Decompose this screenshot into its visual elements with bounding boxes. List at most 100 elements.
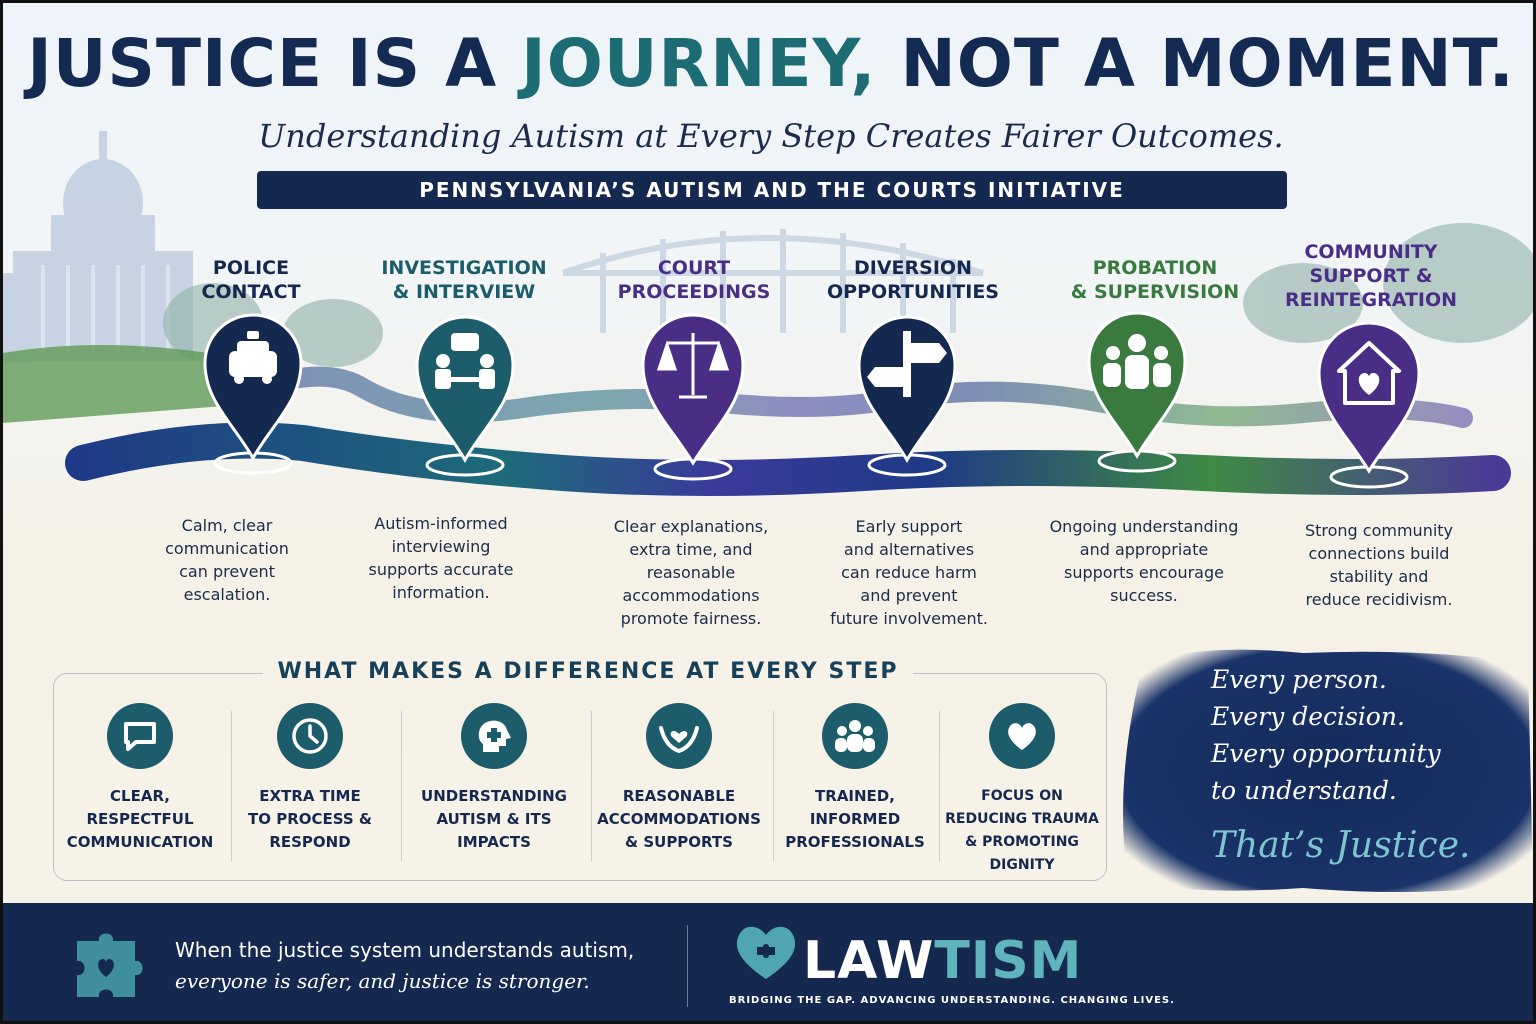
bridge — [562, 229, 984, 333]
footer-line: everyone is safer, and justice is strong… — [175, 969, 590, 993]
quote-line: Every person. — [1211, 665, 1387, 694]
headline-part1: JUSTICE IS A — [27, 25, 522, 102]
helping-hands-icon — [646, 703, 712, 769]
step-desc-probation: Ongoing understanding and appropriate su… — [1029, 515, 1259, 607]
difference-label: FOCUS ON REDUCING TRAUMA & PROMOTING DIG… — [937, 785, 1107, 877]
difference-item-understanding: UNDERSTANDING AUTISM & ITS IMPACTS — [409, 703, 579, 854]
step-desc-line: promote fairness. — [620, 609, 762, 628]
difference-label-line: FOCUS ON — [981, 788, 1063, 804]
home-heart-icon — [1337, 341, 1401, 405]
step-title-police-contact: POLICE CONTACT — [141, 256, 361, 304]
quote-line: Every decision. — [1211, 702, 1405, 731]
trees — [163, 223, 1533, 367]
step-title-line: PROCEEDINGS — [617, 281, 771, 303]
difference-label-line: UNDERSTANDING — [421, 787, 567, 805]
step-desc-line: Strong community — [1304, 521, 1454, 540]
step-title-line: CONTACT — [201, 281, 301, 303]
tagline: BRIDGING THE GAP. ADVANCING UNDERSTANDIN… — [729, 995, 1175, 1006]
divider — [773, 711, 774, 861]
difference-label: TRAINED, INFORMED PROFESSIONALS — [770, 785, 940, 854]
step-title-diversion: DIVERSION OPPORTUNITIES — [803, 256, 1023, 304]
grass — [3, 345, 263, 423]
lawtism-logo-icon — [736, 926, 796, 979]
pin-investigation — [415, 315, 515, 477]
brush-panel — [1123, 649, 1533, 892]
step-title-line: & INTERVIEW — [392, 281, 536, 303]
journey-path-back — [233, 366, 1473, 428]
group-icon — [1103, 334, 1171, 389]
step-title-line: REINTEGRATION — [1284, 289, 1458, 311]
quote-emphasis: That’s Justice. — [1211, 825, 1471, 866]
step-desc-line: can prevent — [179, 562, 275, 581]
step-desc-court: Clear explanations, extra time, and reas… — [581, 515, 801, 630]
step-desc-line: Clear explanations, — [613, 517, 769, 536]
footer-line: When the justice system understands auti… — [175, 938, 635, 962]
difference-item-professionals: TRAINED, INFORMED PROFESSIONALS — [770, 703, 940, 854]
step-desc-line: information. — [392, 583, 490, 602]
step-desc-line: supports accurate — [368, 560, 514, 579]
clock-icon — [277, 703, 343, 769]
step-title-line: POLICE — [212, 257, 290, 279]
difference-label: CLEAR, RESPECTFUL COMMUNICATION — [55, 785, 225, 854]
footer-divider — [687, 925, 688, 1007]
difference-title: WHAT MAKES A DIFFERENCE AT EVERY STEP — [263, 659, 913, 684]
step-desc-line: Autism-informed — [374, 514, 508, 533]
quote-line: Every opportunity — [1211, 739, 1441, 768]
pin-community — [1317, 321, 1421, 489]
step-desc-line: and appropriate — [1079, 540, 1209, 559]
logo-tism: TISM — [934, 931, 1083, 991]
step-title-investigation: INVESTIGATION & INTERVIEW — [354, 256, 574, 304]
interview-icon — [435, 333, 495, 389]
headline-part2: NOT A MOMENT. — [876, 25, 1515, 102]
people-icon — [822, 703, 888, 769]
difference-label-line: CLEAR, — [110, 787, 170, 805]
difference-label-line: IMPACTS — [457, 833, 531, 851]
step-desc-diversion: Early support and alternatives can reduc… — [799, 515, 1019, 630]
step-desc-line: accommodations — [622, 586, 760, 605]
step-desc-community: Strong community connections build stabi… — [1269, 519, 1489, 611]
step-title-line: PROBATION — [1092, 257, 1218, 279]
step-desc-line: future involvement. — [830, 609, 988, 628]
step-pins — [203, 311, 1421, 489]
initiative-banner: PENNSYLVANIA’S AUTISM AND THE COURTS INI… — [257, 171, 1287, 209]
step-desc-line: supports encourage — [1064, 563, 1224, 582]
headline-accent: JOURNEY, — [521, 25, 877, 102]
step-desc-line: Calm, clear — [181, 516, 273, 535]
step-desc-line: reasonable — [646, 563, 736, 582]
step-title-line: INVESTIGATION — [381, 257, 547, 279]
divider — [401, 711, 402, 861]
difference-label-line: INFORMED — [809, 810, 901, 828]
difference-label-line: & PROMOTING DIGNITY — [965, 834, 1079, 873]
scales-icon — [656, 333, 730, 399]
step-title-court: COURT PROCEEDINGS — [584, 256, 804, 304]
lawtism-logo: LAWTISM — [803, 931, 1082, 991]
difference-item-dignity: FOCUS ON REDUCING TRAUMA & PROMOTING DIG… — [937, 703, 1107, 877]
difference-label-line: RESPECTFUL — [86, 810, 194, 828]
background-illustration — [3, 131, 1533, 892]
difference-label-line: REASONABLE — [622, 787, 736, 805]
difference-label: EXTRA TIME TO PROCESS & RESPOND — [225, 785, 395, 854]
step-desc-investigation: Autism-informed interviewing supports ac… — [331, 512, 551, 604]
difference-label-line: TRAINED, — [815, 787, 895, 805]
justice-quote: Every person. Every decision. Every oppo… — [1211, 661, 1511, 864]
difference-label-line: COMMUNICATION — [66, 833, 214, 851]
step-title-line: COURT — [657, 257, 731, 279]
step-desc-line: and alternatives — [843, 540, 975, 559]
difference-item-communication: CLEAR, RESPECTFUL COMMUNICATION — [55, 703, 225, 854]
footer-message: When the justice system understands auti… — [175, 935, 655, 997]
step-title-line: SUPPORT & — [1309, 265, 1433, 287]
step-desc-line: Ongoing understanding — [1049, 517, 1239, 536]
step-title-probation: PROBATION & SUPERVISION — [1045, 256, 1265, 304]
heart-icon — [989, 703, 1055, 769]
difference-label-line: ACCOMMODATIONS — [597, 810, 761, 828]
difference-item-extra-time: EXTRA TIME TO PROCESS & RESPOND — [225, 703, 395, 854]
step-title-line: & SUPERVISION — [1070, 281, 1240, 303]
pin-police-contact — [203, 313, 303, 475]
headline: JUSTICE IS A JOURNEY, NOT A MOMENT. — [3, 25, 1533, 102]
pin-court — [641, 313, 745, 481]
step-title-line: OPPORTUNITIES — [827, 281, 999, 303]
step-desc-line: Early support — [855, 517, 963, 536]
step-desc-line: can reduce harm — [841, 563, 977, 582]
police-car-icon — [229, 331, 277, 384]
